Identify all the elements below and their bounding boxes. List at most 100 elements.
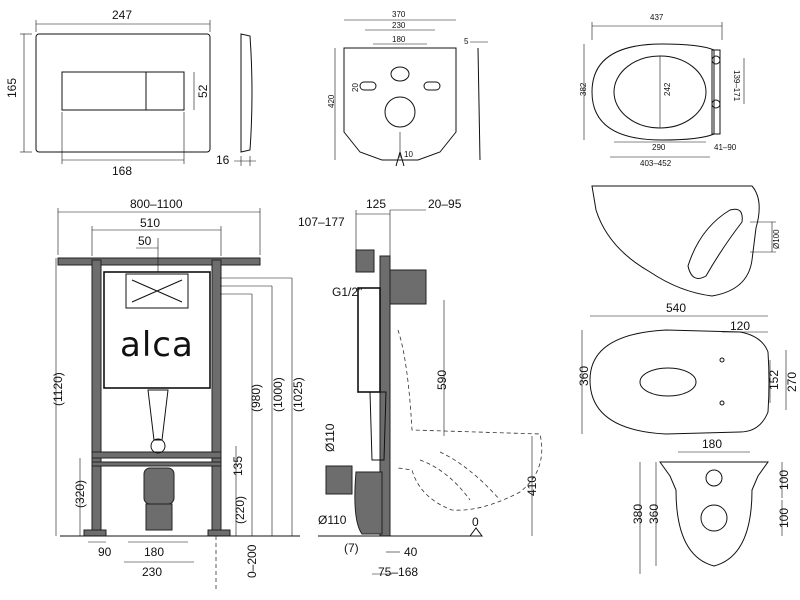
dim-side-a: 107–177	[298, 215, 345, 229]
dim-plate-width: 247	[112, 8, 132, 22]
bowl-back-drain	[700, 504, 728, 532]
dim-frame-base: 230	[142, 565, 162, 579]
seat-hinge	[711, 49, 721, 135]
dim-bowl-outlet: Ø100	[772, 229, 781, 249]
dim-bracket-height: 420	[327, 94, 336, 108]
dim-bracket-thickness: 5	[464, 37, 469, 46]
dim-plate-height: 165	[5, 78, 19, 98]
frame-top-rail	[57, 257, 261, 266]
dim-frame-adjust: 0–200	[245, 544, 259, 578]
dim-side-c: 20–95	[428, 197, 462, 211]
dim-frame-inlet: 50	[138, 234, 152, 248]
dim-bracket-hole: 20	[351, 83, 360, 92]
side-flush-box	[389, 269, 427, 305]
dim-frame-foot: 90	[98, 545, 112, 559]
dim-seat-inner-width: 290	[652, 143, 666, 152]
dim-bowl-back-a: 100	[777, 470, 791, 490]
bracket-drain-hole	[384, 96, 416, 128]
dim-plate-depth: 16	[216, 153, 230, 167]
brand-logo: alca	[120, 325, 194, 365]
frame-front-view: alca 800–1100 510 50 (1120) (320) (980)	[51, 197, 305, 590]
flush-opening	[125, 273, 189, 309]
flush-button-small	[145, 71, 185, 111]
flush-plate-profile	[240, 33, 253, 153]
hinge-bottom-icon	[711, 99, 721, 109]
dim-bowl-back-width: 180	[702, 437, 722, 451]
flush-pipe	[147, 389, 169, 441]
dim-side-pipe2: Ø110	[318, 513, 347, 527]
dim-side-zero: 0	[472, 515, 479, 529]
dim-frame-width: 510	[140, 216, 160, 230]
drain-elbow	[143, 467, 175, 505]
dim-seat-hinge: 139–171	[732, 70, 741, 102]
dim-bracket-width: 370	[392, 10, 406, 19]
bowl-top-basin	[639, 367, 697, 397]
frame-side-view: 107–177 125 20–95 G1/2" 590 Ø110 Ø110 41…	[298, 197, 543, 579]
flush-pipe-outlet	[150, 438, 166, 454]
side-cistern	[357, 287, 381, 393]
flush-plate-view: 247 165 168 52 16	[5, 8, 256, 178]
side-drain-outlet	[325, 465, 353, 495]
bowl-back-top-hole	[705, 469, 723, 487]
dim-side-bowl-height: 410	[525, 476, 539, 496]
dim-button-height: 52	[196, 84, 210, 98]
dim-bowl-b: 152	[767, 370, 781, 390]
bowl-top-view: 540 120 360 270 152	[577, 301, 799, 435]
bracket-view: 370 230 180 420 20 10 5	[327, 10, 488, 167]
dim-side-offset: (7)	[344, 541, 359, 555]
dim-bracket-a: 230	[392, 21, 406, 30]
bracket-slot-left	[359, 81, 377, 91]
seat-outer	[591, 43, 715, 141]
dim-bowl-length: 540	[666, 301, 686, 315]
dim-bowl-back-h2: 360	[647, 504, 661, 524]
dim-frame-h3: (1025)	[291, 377, 305, 412]
bracket-plate	[343, 47, 457, 161]
bowl-side-outline	[591, 185, 760, 297]
dim-button-width: 168	[112, 164, 132, 178]
dim-frame-d2: (220)	[233, 496, 247, 524]
dim-side-thread: G1/2"	[332, 285, 362, 299]
dim-seat-range: 403–452	[640, 159, 672, 168]
bowl-back-outline	[659, 461, 769, 567]
hinge-top-icon	[711, 55, 721, 65]
water-inlet	[355, 249, 375, 273]
dim-frame-width-range: 800–1100	[130, 197, 183, 211]
dim-side-range: 75–168	[378, 565, 418, 579]
dim-side-flush-height: 590	[435, 370, 449, 390]
side-drain	[354, 471, 383, 535]
dim-side-pipe1: Ø110	[323, 423, 337, 452]
dim-frame-h1: (980)	[249, 384, 263, 412]
dim-bowl-back-h1: 380	[631, 504, 645, 524]
dim-bracket-slot: 10	[404, 150, 413, 159]
dim-frame-center: 180	[144, 545, 164, 559]
dim-seat-hinge-offset: 41–90	[714, 143, 737, 152]
dim-seat-inner-height: 242	[663, 82, 672, 96]
bowl-side-outlet	[687, 208, 743, 279]
bracket-top-hole	[390, 66, 410, 82]
dim-side-b: 125	[366, 197, 386, 211]
flush-button-large	[61, 71, 147, 111]
frame-left-post	[91, 259, 102, 537]
bowl-side-view: Ø100	[591, 185, 781, 297]
dim-seat-height: 382	[579, 82, 588, 96]
frame-right-post	[211, 259, 222, 537]
bowl-top-outline	[589, 329, 770, 435]
bowl-back-view: 180 380 360 100 100	[631, 437, 791, 574]
flush-plate	[35, 33, 211, 153]
seat-view: 437 382 242 290 403–452 139–171 41–90	[579, 13, 745, 168]
dim-frame-h2: (1000)	[271, 377, 285, 412]
drain-pipe	[145, 503, 173, 531]
dim-bowl-width: 360	[577, 366, 591, 386]
dim-seat-width: 437	[650, 13, 664, 22]
dim-frame-drain-height: (320)	[73, 480, 87, 508]
side-bowl-dashed	[397, 329, 543, 511]
side-flush-pipe	[369, 391, 387, 461]
dim-side-d: 40	[404, 545, 418, 559]
bracket-slot-right	[423, 81, 441, 91]
dim-bowl-back-b: 100	[777, 508, 791, 528]
dim-frame-height-total: (1120)	[51, 372, 65, 406]
dim-bowl-offset: 120	[730, 319, 750, 333]
dim-bowl-a: 270	[785, 372, 799, 392]
dim-bracket-b: 180	[392, 35, 406, 44]
